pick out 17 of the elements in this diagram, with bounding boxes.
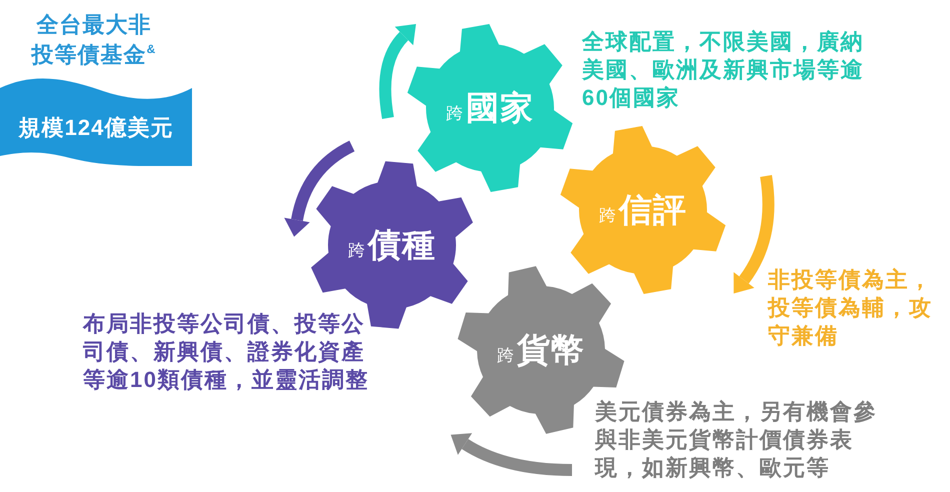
gear-prefix: 跨	[446, 102, 463, 124]
banner-text: 規模124億美元	[17, 114, 174, 142]
gear-prefix: 跨	[497, 344, 514, 366]
gear-prefix: 跨	[348, 240, 365, 262]
gear-label: 債種	[368, 224, 436, 264]
description-text: 美元債券為主，另有機會參與非美元貨幣計價債券表現，如新興幣、歐元等	[595, 398, 878, 482]
gear-prefix: 跨	[599, 204, 616, 226]
gear-label: 國家	[466, 88, 534, 128]
gear-label: 貨幣	[517, 330, 585, 370]
gear	[559, 126, 727, 294]
wave-banner	[0, 78, 192, 166]
description-text: 全球配置，不限美國，廣納美國、歐洲及新興市場等逾60個國家	[582, 28, 865, 112]
gear-label: 信評	[619, 190, 687, 230]
description-text: 布局非投等公司債、投等公司債、新興債、證券化資產等逾10類債種，並靈活調整	[83, 310, 370, 394]
title: 全台最大非投等債基金$^{&}$	[30, 11, 158, 69]
description-text: 非投等債為主，投等債為輔，攻守兼備	[768, 266, 934, 350]
gear	[406, 24, 574, 192]
